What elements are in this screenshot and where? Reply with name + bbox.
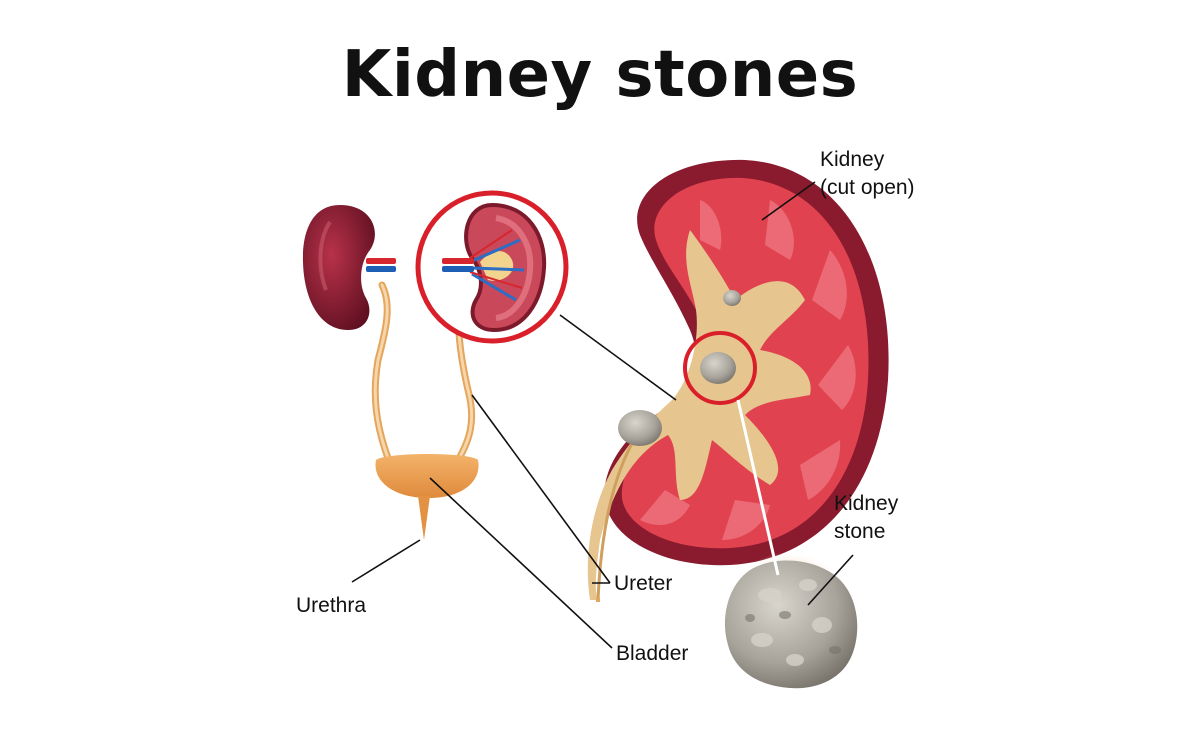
label-ureter: Ureter [614,572,673,595]
small-kidney [302,205,375,330]
stone-small-3 [700,352,736,384]
stone-highlight-circle [683,331,757,405]
stone-small-2 [618,410,662,446]
leader-urethra [351,539,421,583]
page-title: Kidney stones [341,38,859,112]
label-kidney-cut-open: Kidney (cut open) [820,148,915,199]
leader-circle-to-kidney [559,314,677,401]
stone-small-1 [723,290,741,306]
leader-bladder [429,477,613,649]
label-kidney-stone: Kidney stone [834,492,899,543]
leader-kidney-stone [807,554,854,606]
label-bladder: Bladder [616,642,689,665]
bladder-shape [375,454,479,498]
renal-pelvis [587,230,811,600]
big-stone [724,560,858,689]
leader-kidney-cut-open [761,181,816,221]
leader-stone-connector [736,399,780,576]
urethra-shape [418,496,430,540]
leader-ureter-1 [471,394,611,584]
label-urethra: Urethra [296,594,367,617]
